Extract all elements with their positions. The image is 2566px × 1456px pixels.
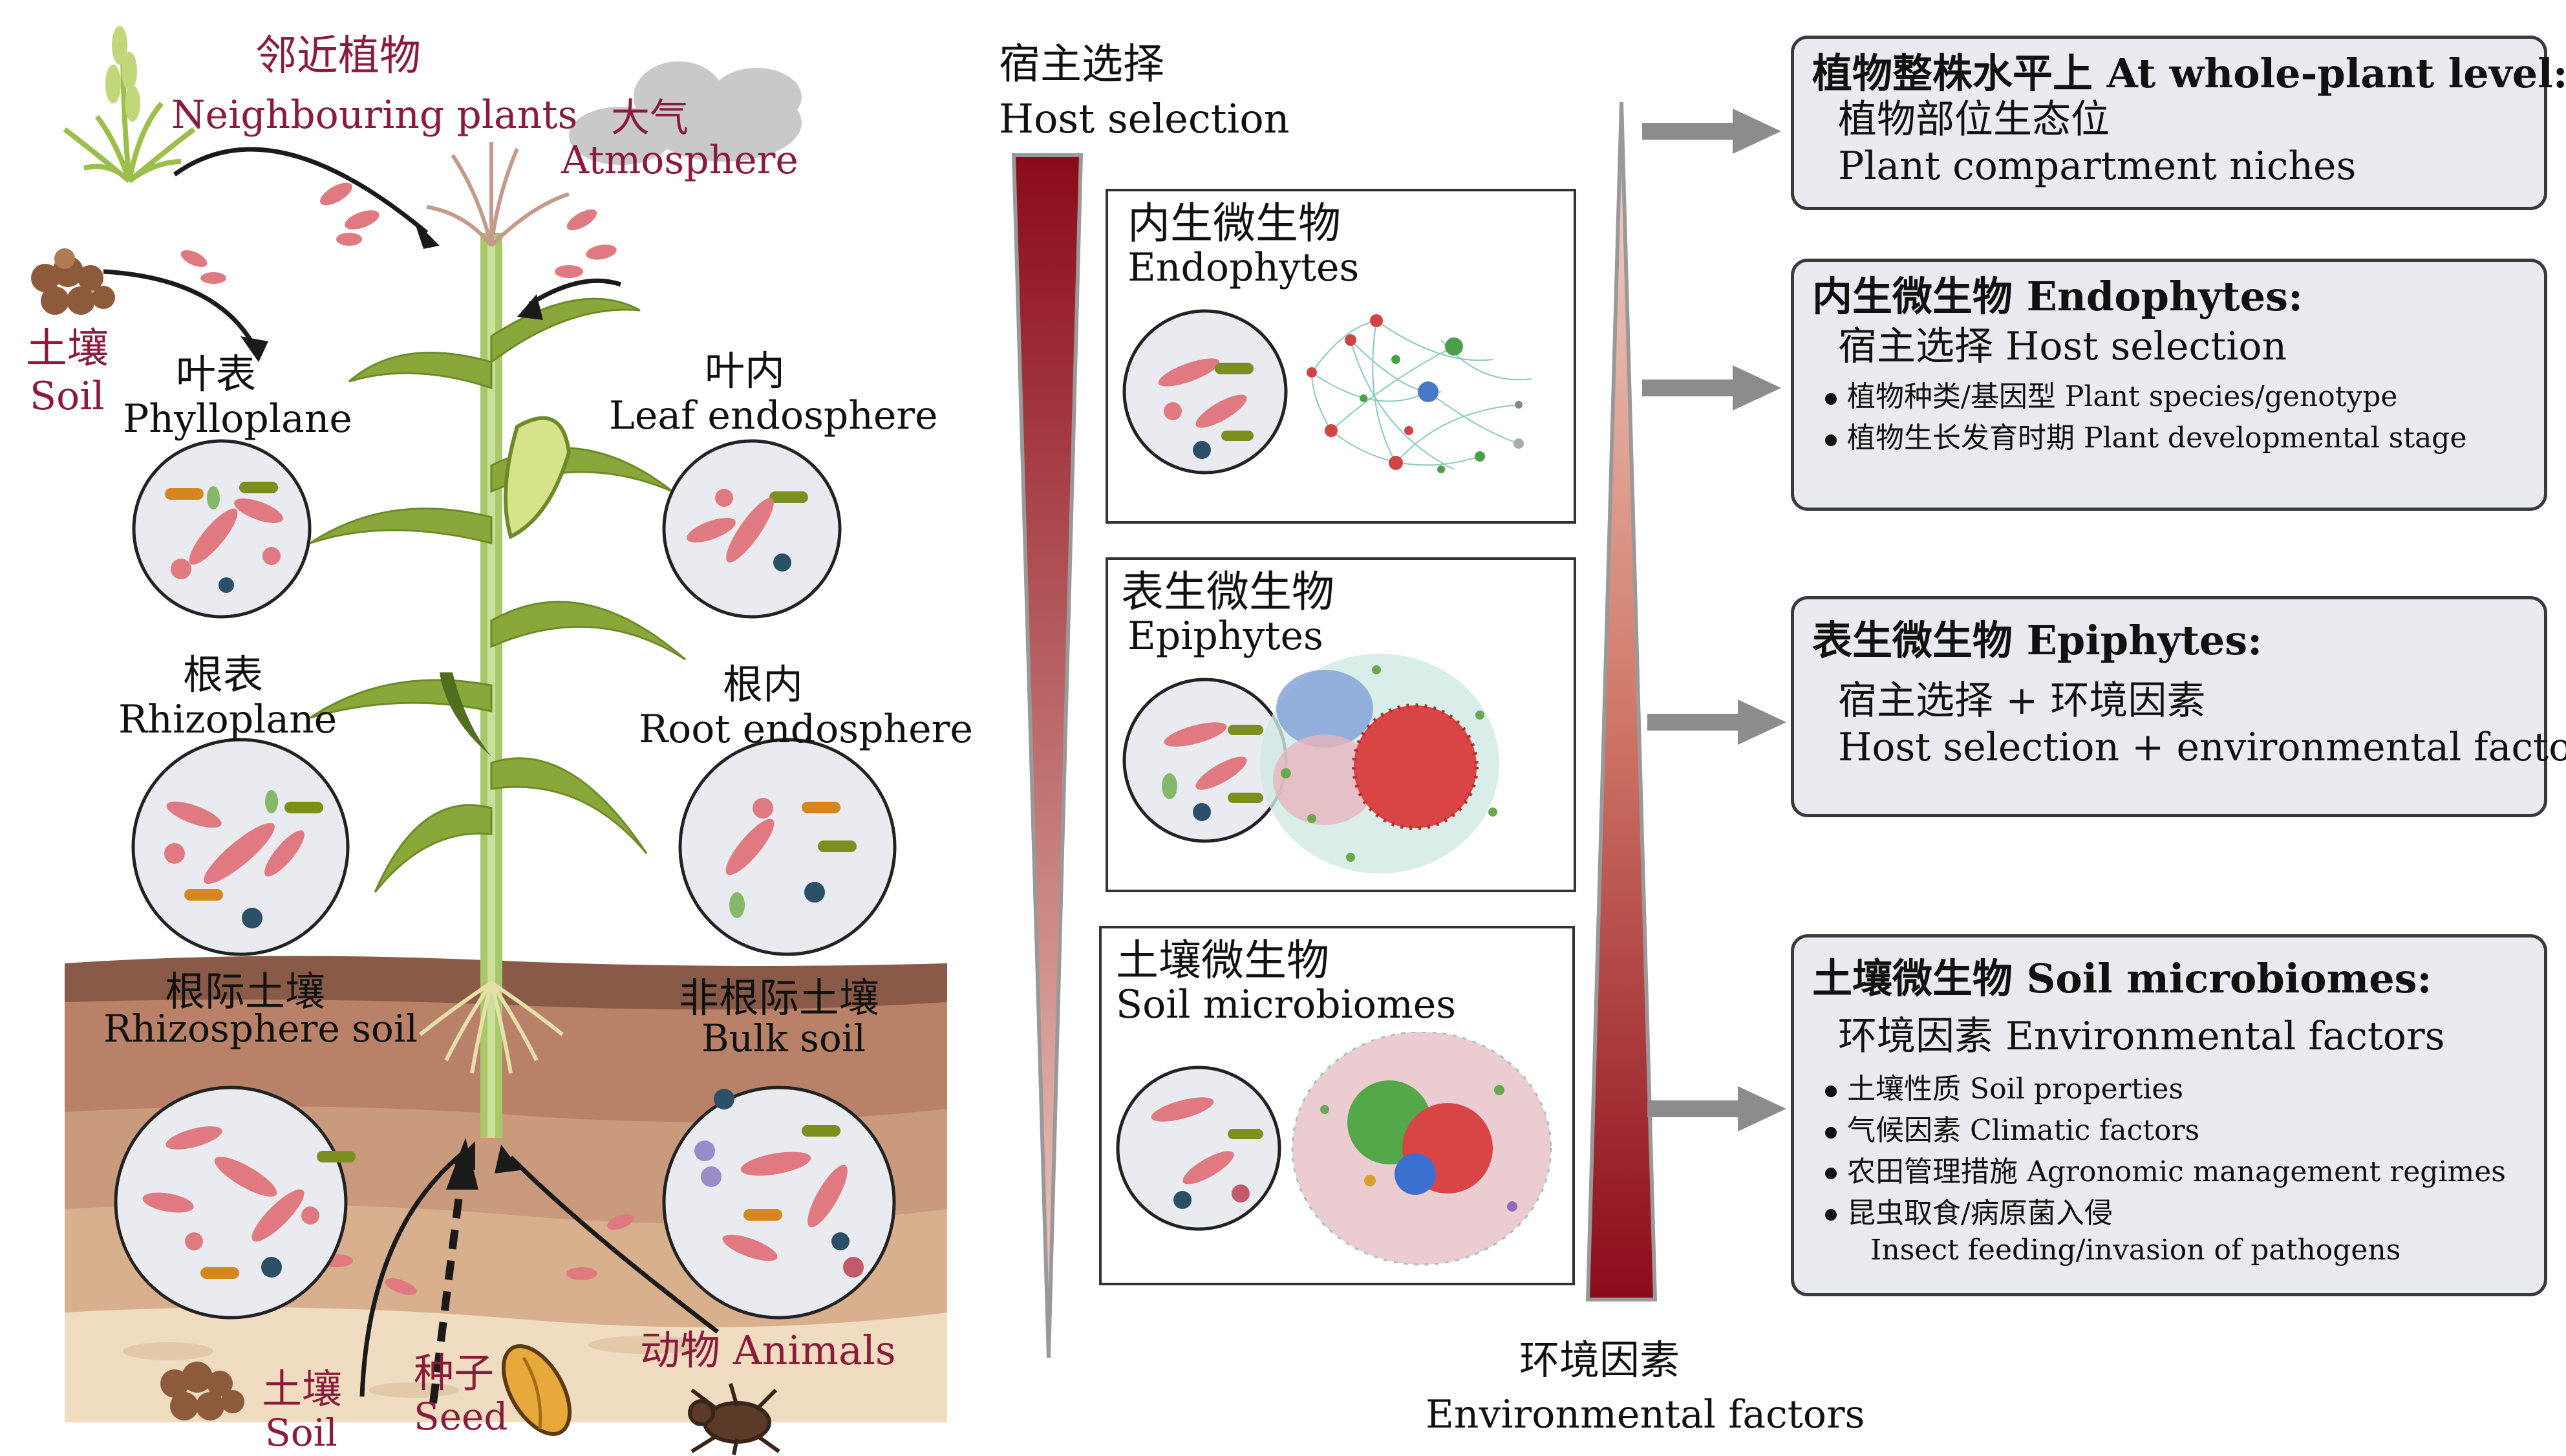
soil-bullet-continued: Insect feeding/invasion of pathogens <box>1870 1234 2401 1267</box>
arrow-icon <box>1647 1086 1786 1131</box>
label-root-endosphere-zh: 根内 <box>723 661 804 708</box>
epiphytes-box-title: 表生微生物 Epiphytes: <box>1812 617 2263 664</box>
label-rhizosphere-soil-en: Rhizosphere soil <box>103 1007 418 1051</box>
label-atmosphere-en: Atmosphere <box>561 138 798 183</box>
environmental-factors-gradient <box>1585 102 1658 1301</box>
epiphytes-box-sub-zh: 宿主选择 + 环境因素 <box>1838 678 2206 724</box>
label-phylloplane-zh: 叶表 <box>176 350 257 398</box>
label-phylloplane-en: Phylloplane <box>123 396 352 442</box>
endophytes-en: Endophytes <box>1128 245 1360 290</box>
whole-plant-sub-en: Plant compartment niches <box>1838 144 2357 189</box>
soil-bullet: 土壤性质 Soil properties <box>1812 1069 2526 1110</box>
epiphytes-panel: 表生微生物 Epiphytes <box>1106 557 1576 892</box>
label-soil-zh: 土壤 <box>26 325 109 373</box>
soil-bullet: 农田管理措施 Agronomic management regimes <box>1812 1151 2526 1193</box>
soil-bullet: 气候因素 Climatic factors <box>1812 1110 2526 1151</box>
insect-icon <box>688 1383 780 1455</box>
label-neighbouring-plants-zh: 邻近植物 <box>255 32 421 80</box>
endophytes-box: 内生微生物 Endophytes: 宿主选择 Host selection 植物… <box>1791 259 2547 511</box>
arrow-icon <box>1642 365 1781 411</box>
epiphytes-box-sub-en: Host selection + environmental factors <box>1838 725 2566 771</box>
epiphytes-zh: 表生微生物 <box>1121 567 1334 617</box>
microbe-circle-root-endosphere <box>678 738 897 956</box>
endophytes-bullet: 植物生长发育时期 Plant developmental stage <box>1812 418 2526 459</box>
endophytes-panel: 内生微生物 Endophytes <box>1106 189 1576 524</box>
source-arrows <box>103 147 720 1404</box>
label-animals: 动物 Animals <box>640 1327 896 1374</box>
endophytes-box-sub: 宿主选择 Host selection <box>1838 324 2287 370</box>
epiphytes-box: 表生微生物 Epiphytes: 宿主选择 + 环境因素 Host select… <box>1791 596 2566 817</box>
label-leaf-endosphere-en: Leaf endosphere <box>609 393 938 438</box>
label-seed-zh: 种子 <box>414 1349 495 1397</box>
microbe-circle-leaf-endosphere <box>662 439 842 619</box>
label-bottom-soil-en: Soil <box>265 1411 337 1455</box>
label-bottom-soil-zh: 土壤 <box>262 1365 343 1413</box>
grass-icon <box>63 38 196 184</box>
environmental-factors-en: Environmental factors <box>1426 1392 1865 1437</box>
soil-microbiomes-zh: 土壤微生物 <box>1116 936 1329 985</box>
host-selection-zh: 宿主选择 <box>999 41 1164 89</box>
label-root-endosphere-en: Root endosphere <box>639 707 973 752</box>
endophytes-box-title: 内生微生物 Endophytes: <box>1812 273 2303 320</box>
endophytes-network <box>1122 309 1532 475</box>
label-atmosphere-zh: 大气 <box>611 96 689 141</box>
maize-plant <box>310 142 686 1138</box>
soil-microbiomes-network <box>1116 1032 1552 1266</box>
label-rhizoplane-zh: 根表 <box>183 651 264 698</box>
seed-icon <box>501 1344 572 1436</box>
soil-box-sub: 环境因素 Environmental factors <box>1838 1014 2445 1060</box>
soil-microbiomes-en: Soil microbiomes <box>1116 982 1457 1027</box>
host-selection-en: Host selection <box>999 95 1290 142</box>
label-rhizosphere-soil-zh: 根际土壤 <box>165 968 326 1015</box>
label-seed-en: Seed <box>414 1395 508 1439</box>
label-bulk-soil-en: Bulk soil <box>701 1016 866 1060</box>
label-soil-en: Soil <box>30 374 105 419</box>
host-selection-gradient <box>1011 153 1084 1358</box>
label-leaf-endosphere-zh: 叶内 <box>705 347 786 394</box>
plant-illustration <box>31 26 947 1455</box>
whole-plant-title: 植物整株水平上 At whole-plant level: <box>1812 50 2566 97</box>
whole-plant-level-box: 植物整株水平上 At whole-plant level: 植物部位生态位 Pl… <box>1791 36 2566 210</box>
arrow-icon <box>1647 700 1786 745</box>
whole-plant-sub-zh: 植物部位生态位 <box>1838 97 2110 143</box>
microbe-circle-bulk-soil <box>662 1086 896 1320</box>
label-bulk-soil-zh: 非根际土壤 <box>679 974 880 1022</box>
soil-clod-icon <box>160 1362 244 1420</box>
epiphytes-network <box>1122 654 1499 873</box>
endophytes-bullet: 植物种类/基因型 Plant species/genotype <box>1812 376 2526 418</box>
soil-microbiomes-box: 土壤微生物 Soil microbiomes: 环境因素 Environment… <box>1791 934 2547 1296</box>
epiphytes-en: Epiphytes <box>1128 614 1323 659</box>
environmental-factors-zh: 环境因素 <box>1519 1336 1680 1384</box>
soil-clod-icon <box>31 248 115 315</box>
soil-box-title: 土壤微生物 Soil microbiomes: <box>1812 955 2432 1002</box>
soil-microbiomes-panel: 土壤微生物 Soil microbiomes <box>1099 926 1575 1285</box>
cloud-icon <box>569 61 802 165</box>
label-rhizoplane-en: Rhizoplane <box>118 697 337 742</box>
microbe-circle-rhizoplane <box>131 738 350 956</box>
endophytes-zh: 内生微生物 <box>1128 198 1341 248</box>
arrow-icon <box>1642 109 1781 154</box>
microbe-circle-rhizosphere-soil <box>114 1086 356 1320</box>
label-neighbouring-plants-en: Neighbouring plants <box>171 92 578 138</box>
microbe-circle-phylloplane <box>132 439 312 619</box>
soil-bullet: 昆虫取食/病原菌入侵 <box>1812 1193 2526 1234</box>
